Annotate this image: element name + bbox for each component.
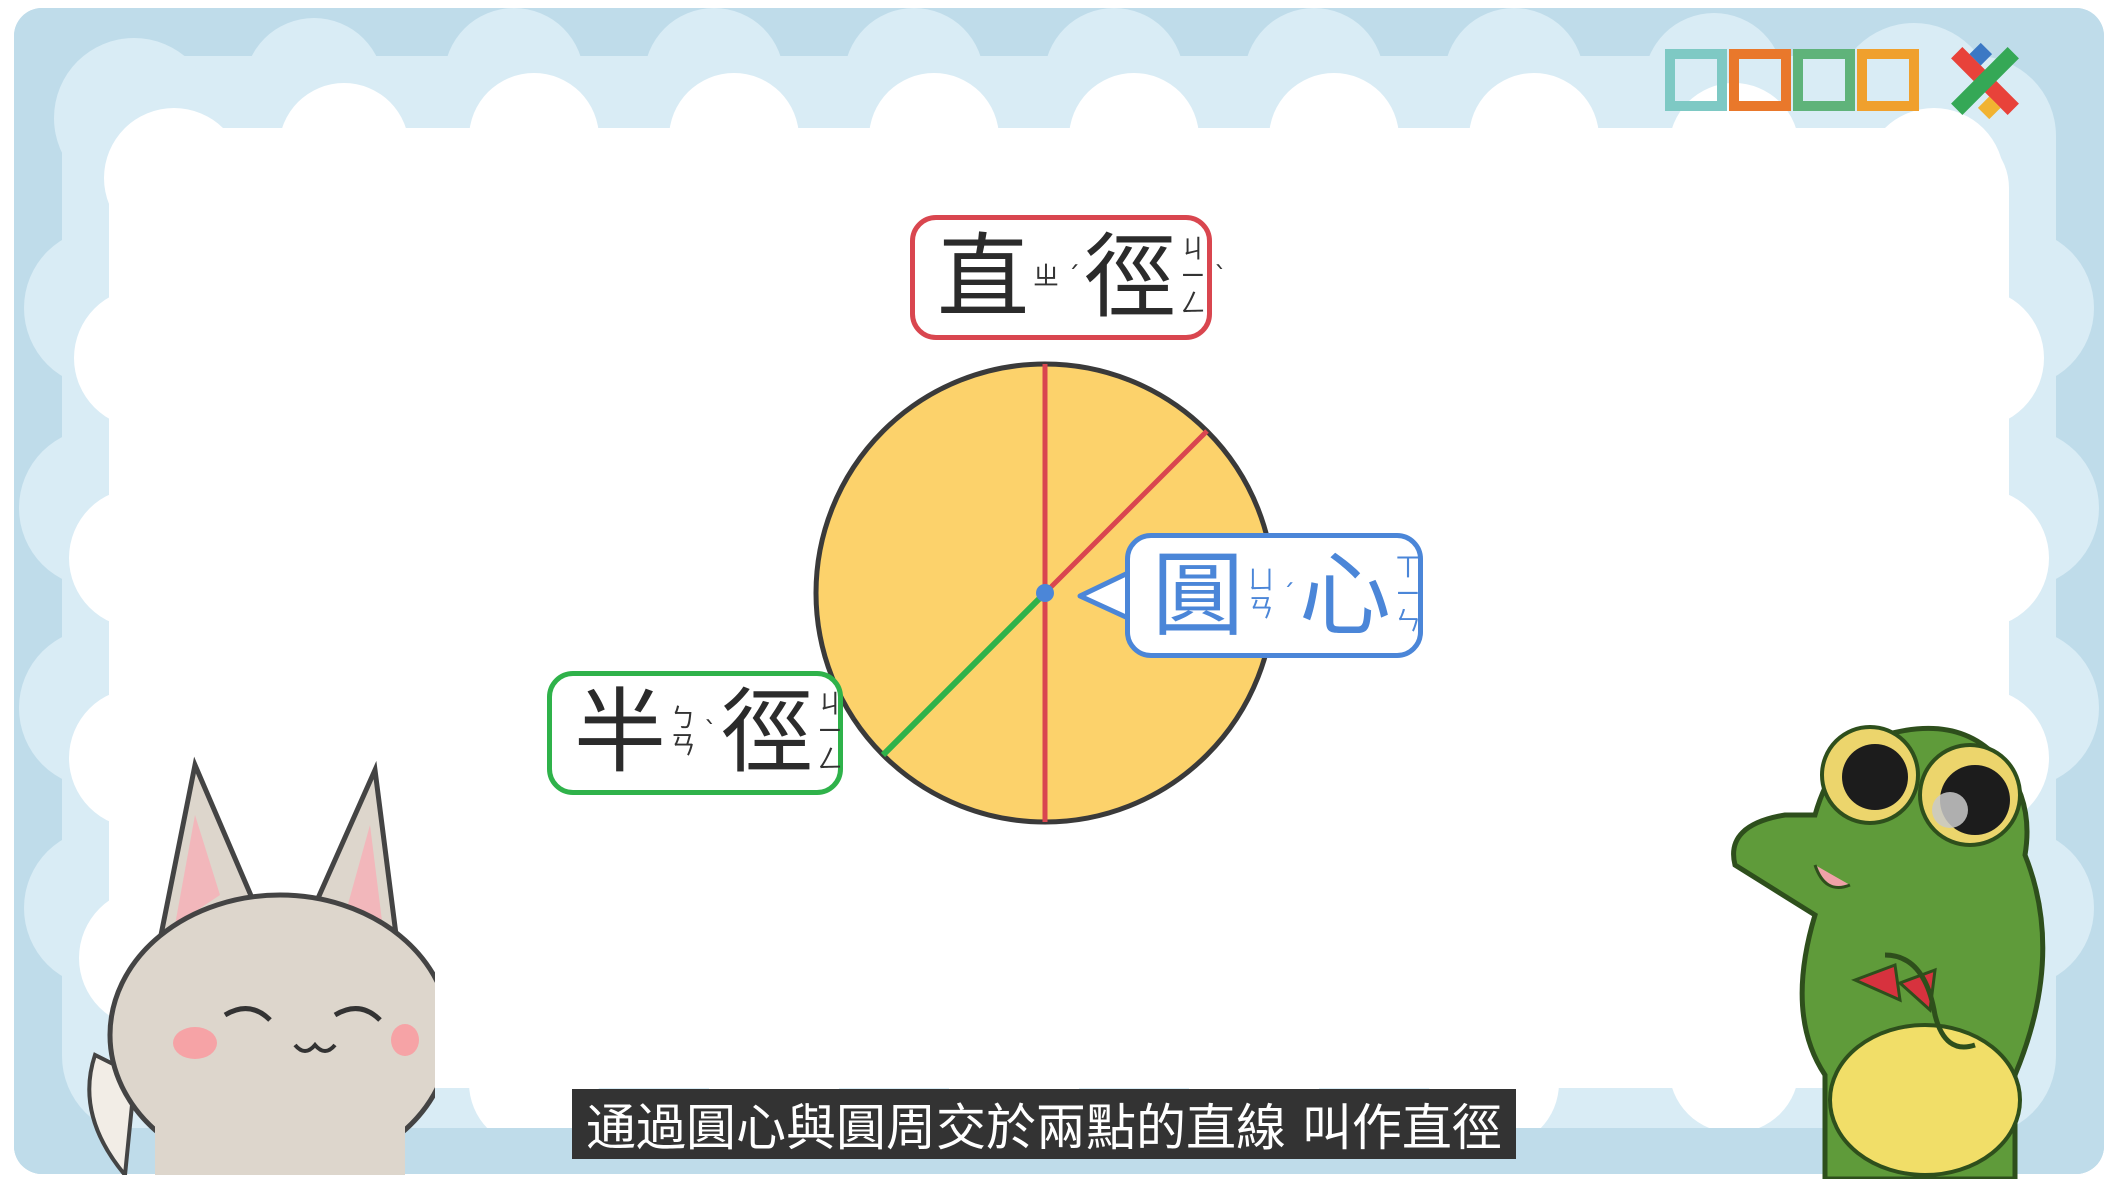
center-zhuyin-1: ㄩ ㄢ (1248, 566, 1275, 624)
diameter-char-2: 徑 (1084, 223, 1177, 331)
zhuyin-symbol: ㄐ (817, 690, 844, 721)
zhuyin-symbol: ㄧ (817, 717, 844, 748)
center-zhuyin-2: ㄒ ㄧ ㄣ (1395, 552, 1422, 638)
center-char-2: 心 (1299, 541, 1392, 649)
zhuyin-symbol: ㄧ (1180, 261, 1207, 292)
center-tone-1: ˊ (1282, 579, 1296, 610)
diameter-tone-1: ˊ (1067, 261, 1081, 292)
diameter-zhuyin-1: ㄓ (1033, 261, 1060, 292)
zhuyin-symbol: ㄅ (670, 703, 697, 734)
center-label: 圓 ㄩ ㄢ ˊ 心 ㄒ ㄧ ㄣ (1125, 533, 1423, 658)
radius-label: 半 ㄅ ㄢ ˋ 徑 ㄐ ㄧ ㄥ ˋ (547, 671, 864, 795)
zhuyin-symbol: ㄥ (817, 744, 844, 775)
zhuyin-symbol: ㄩ (1248, 566, 1275, 597)
zhuyin-symbol: ㄒ (1395, 552, 1422, 583)
diameter-char-1: 直 (937, 223, 1030, 331)
fox-character (87, 756, 435, 1175)
brand-logo (1665, 42, 2019, 120)
radius-line-green (880, 590, 1048, 758)
radius-tone-1: ˋ (704, 717, 718, 748)
diameter-label: 直 ㄓ ˊ 徑 ㄐ ㄧ ㄥ ˋ (910, 215, 1227, 340)
diameter-tone-2: ˋ (1214, 261, 1228, 292)
zhuyin-symbol: ㄢ (1248, 593, 1275, 624)
diameter-zhuyin-2: ㄐ ㄧ ㄥ (1180, 234, 1207, 320)
center-dot (1036, 584, 1054, 602)
subtitle-caption: 通過圓心與圓周交於兩點的直線 叫作直徑 (572, 1089, 1516, 1159)
zhuyin-symbol: ㄐ (1180, 234, 1207, 265)
radius-line-red (1043, 429, 1209, 595)
radius-char-1: 半 (574, 679, 667, 786)
zhuyin-symbol: ㄣ (1395, 607, 1422, 638)
radius-char-2: 徑 (721, 679, 814, 786)
frog-character (1731, 725, 2046, 1179)
radius-zhuyin-1: ㄅ ㄢ (670, 703, 697, 761)
radius-zhuyin-2: ㄐ ㄧ ㄥ (817, 690, 844, 775)
logo-wordmark (1665, 49, 1919, 111)
radius-tone-2: ˋ (851, 717, 865, 748)
zhuyin-symbol: ㄓ (1033, 261, 1060, 292)
zhuyin-symbol: ㄧ (1395, 579, 1422, 610)
zhuyin-symbol: ㄥ (1180, 289, 1207, 320)
zhuyin-symbol: ㄢ (670, 731, 697, 761)
center-char-1: 圓 (1152, 541, 1245, 649)
